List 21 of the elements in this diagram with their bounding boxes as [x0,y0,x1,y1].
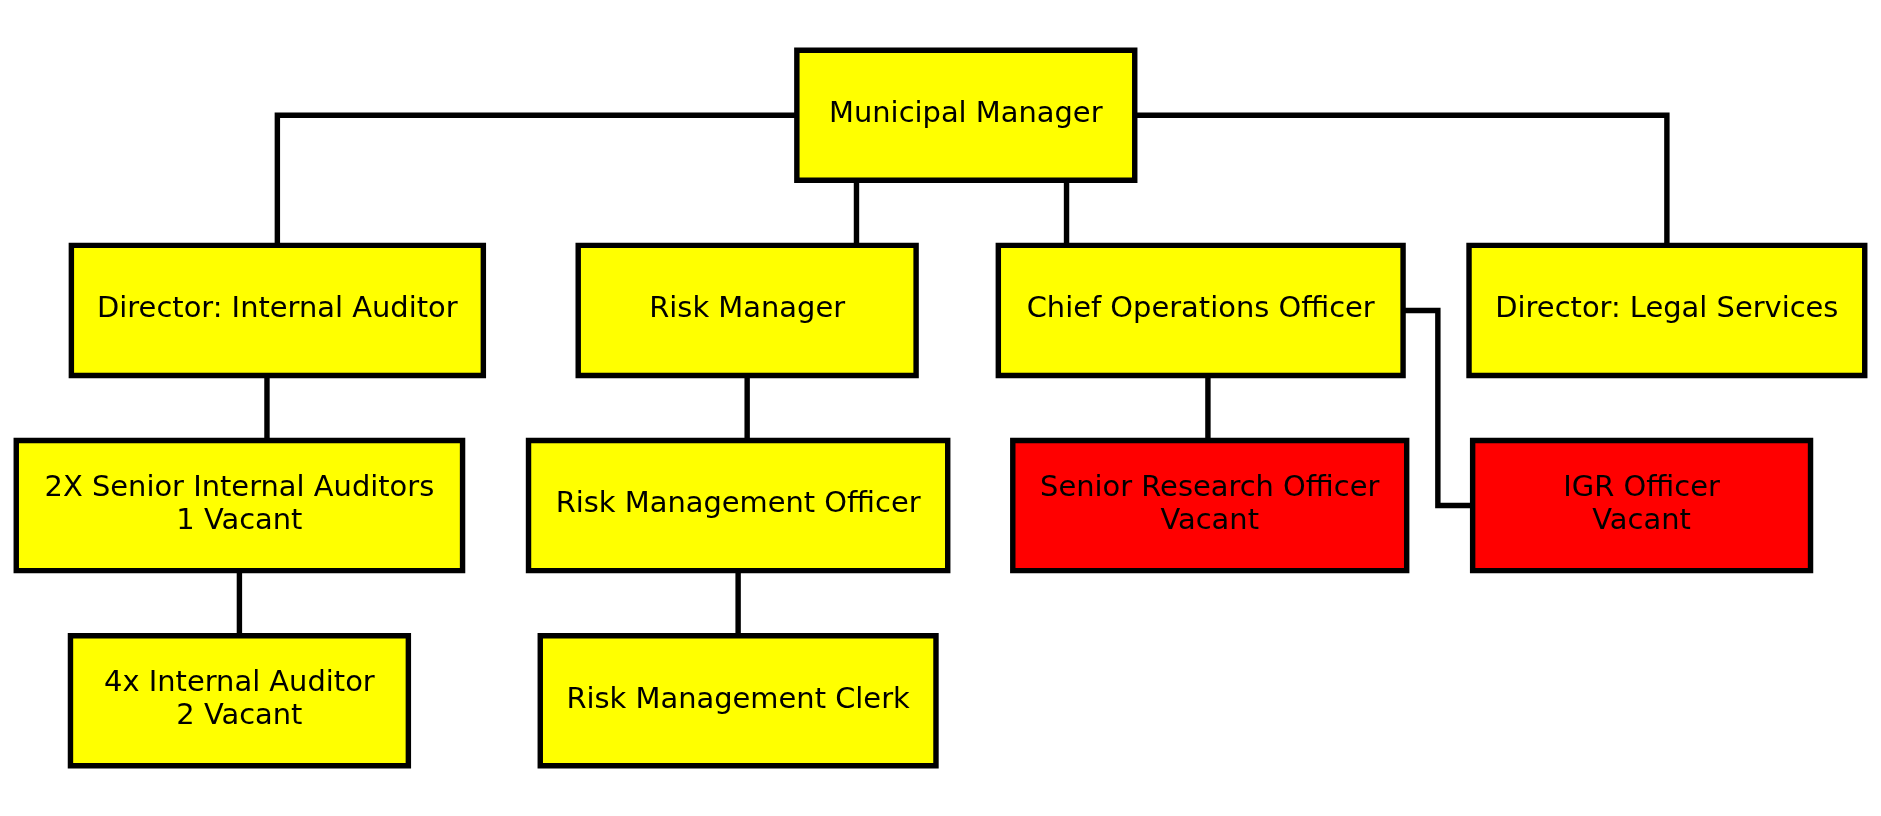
node-box: Risk Manager [575,242,919,379]
node-box: Senior Research Officer Vacant [1010,437,1410,574]
connector [853,180,860,245]
connector [1403,307,1473,509]
connector [264,375,270,440]
node-box: Risk Management Officer [525,437,951,574]
connector [744,375,750,440]
node-box: Director: Internal Auditor [68,242,487,379]
connector [236,571,243,636]
connector [274,112,797,245]
node-box: 2X Senior Internal Auditors 1 Vacant [13,437,466,574]
connector [735,571,741,636]
connector [1205,375,1211,440]
connector [1063,180,1070,245]
node-box: Risk Management Clerk [537,632,939,769]
node-box: 4x Internal Auditor 2 Vacant [67,632,412,769]
node-box: Director: Legal Services [1466,242,1868,379]
node-box: Chief Operations Officer [995,242,1406,379]
node-box: IGR Officer Vacant [1469,437,1814,574]
connector [1135,112,1670,245]
node-box: Municipal Manager [794,47,1138,184]
